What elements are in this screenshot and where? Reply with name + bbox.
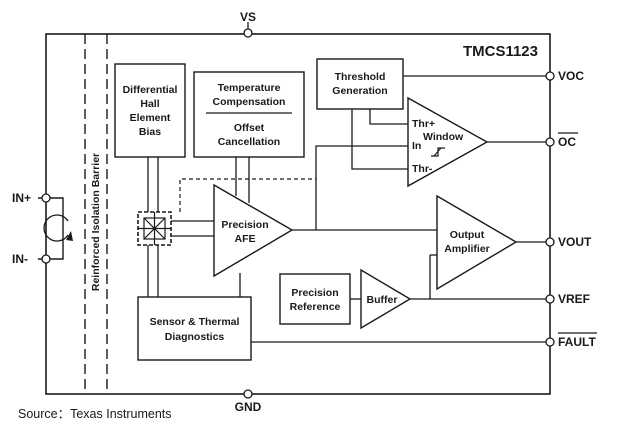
offset-line-2: Cancellation bbox=[218, 136, 280, 148]
vout-pin-label: VOUT bbox=[558, 235, 592, 249]
hall-bias-line-1: Differential bbox=[123, 84, 178, 96]
gnd-pin-label: GND bbox=[235, 400, 262, 414]
in-plus-pin bbox=[41, 193, 51, 203]
temp-comp-line-1: Temperature bbox=[218, 82, 281, 94]
hall-bias-line-2: Hall bbox=[140, 98, 159, 110]
afe-line-1: Precision bbox=[221, 219, 268, 231]
buffer-label: Buffer bbox=[367, 294, 398, 306]
precision-afe bbox=[213, 183, 294, 278]
diag-line-2: Diagnostics bbox=[165, 331, 225, 343]
in-minus-label: IN- bbox=[12, 252, 28, 266]
ic-package-outline bbox=[45, 33, 551, 395]
in-minus-pin bbox=[41, 254, 51, 264]
prec-ref-line-2: Reference bbox=[290, 301, 341, 313]
threshold-generation-block bbox=[316, 58, 404, 110]
vs-pin-label: VS bbox=[240, 10, 256, 24]
voc-pin bbox=[545, 71, 555, 81]
current-path bbox=[38, 197, 64, 260]
threshold-line-1: Threshold bbox=[335, 71, 386, 83]
output-amp-line-2: Amplifier bbox=[444, 243, 490, 255]
voc-pin-label: VOC bbox=[558, 69, 584, 83]
source-caption: Source：Texas Instruments bbox=[18, 407, 172, 421]
hysteresis-icon bbox=[431, 147, 445, 157]
vref-pin-label: VREF bbox=[558, 292, 590, 306]
fault-pin-label: FAULT bbox=[558, 335, 596, 349]
threshold-line-2: Generation bbox=[332, 85, 387, 97]
fault-pin bbox=[545, 337, 555, 347]
oc-pin-label: OC bbox=[558, 135, 576, 149]
output-amplifier bbox=[436, 194, 518, 291]
magnetic-field-arrow-icon bbox=[43, 214, 69, 242]
isolation-barrier-label: Reinforced Isolation Barrier bbox=[90, 153, 102, 291]
offset-line-1: Offset bbox=[234, 122, 265, 134]
temp-comp-line-2: Compensation bbox=[213, 96, 286, 108]
temp-offset-block bbox=[193, 71, 305, 158]
window-label: Window bbox=[423, 131, 464, 143]
vs-pin bbox=[243, 28, 253, 38]
precision-reference-block bbox=[279, 273, 351, 325]
diag-line-1: Sensor & Thermal bbox=[150, 316, 240, 328]
buffer bbox=[360, 268, 412, 330]
afe-line-2: AFE bbox=[235, 233, 256, 245]
thr-plus-label: Thr+ bbox=[412, 118, 435, 130]
output-amp-line-1: Output bbox=[450, 229, 485, 241]
vref-pin bbox=[545, 294, 555, 304]
window-comparator bbox=[407, 96, 489, 188]
prec-ref-line-1: Precision bbox=[291, 287, 338, 299]
chip-title: TMCS1123 bbox=[463, 43, 538, 60]
diagnostics-block bbox=[137, 296, 252, 361]
in-plus-label: IN+ bbox=[12, 191, 31, 205]
hall-bias-line-3: Element bbox=[130, 112, 171, 124]
thr-minus-label: Thr- bbox=[412, 163, 433, 175]
window-in-label: In bbox=[412, 140, 421, 152]
vout-pin bbox=[545, 237, 555, 247]
gnd-pin bbox=[243, 389, 253, 399]
hall-bias-line-4: Bias bbox=[139, 126, 161, 138]
oc-pin bbox=[545, 137, 555, 147]
hall-bias-block bbox=[114, 63, 186, 158]
